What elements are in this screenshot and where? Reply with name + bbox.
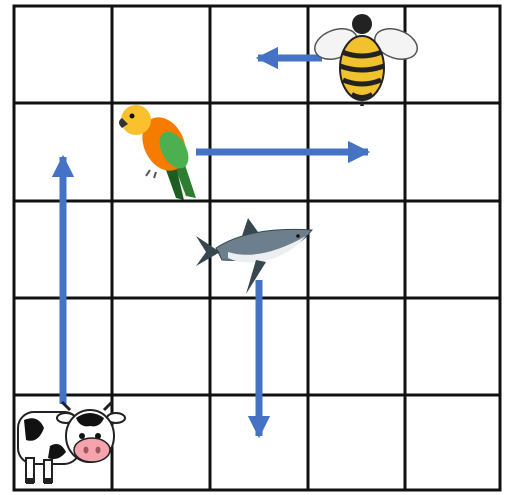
arrows bbox=[51, 46, 371, 439]
bee-icon bbox=[314, 14, 418, 106]
parrot-icon bbox=[119, 105, 196, 200]
cow-icon bbox=[17, 400, 126, 484]
shark-icon bbox=[196, 218, 313, 294]
